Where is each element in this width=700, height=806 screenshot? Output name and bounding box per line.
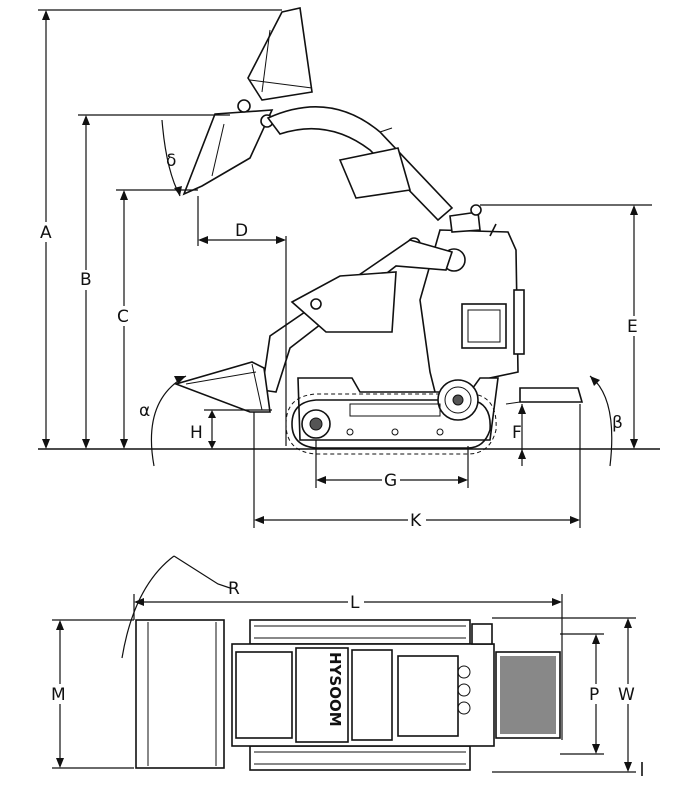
mid-bucket	[182, 99, 274, 196]
label-delta: δ	[166, 151, 176, 171]
dim-C: C	[116, 189, 198, 449]
label-W: W	[618, 685, 635, 705]
label-beta: β	[612, 413, 623, 433]
label-E: E	[627, 317, 638, 337]
side-view: A B C D	[38, 7, 660, 531]
raised-bucket	[247, 7, 313, 101]
brand-text: HYSOOM	[326, 652, 344, 727]
top-bucket	[135, 619, 225, 769]
lower-lift-arm	[261, 239, 454, 393]
dim-A: A	[38, 9, 282, 449]
label-R: R	[228, 579, 240, 599]
brand-panel	[295, 647, 349, 743]
dim-M: M	[50, 619, 134, 769]
track-assembly	[285, 377, 499, 455]
top-tracks	[249, 619, 471, 771]
lowered-bucket	[173, 361, 271, 413]
label-M: M	[51, 685, 66, 705]
dim-G: G	[315, 440, 469, 491]
angle-alpha: α	[139, 375, 187, 467]
label-G: G	[384, 471, 397, 491]
label-alpha: α	[139, 401, 150, 421]
label-A: A	[40, 223, 52, 243]
upper-lift-arm	[266, 106, 454, 222]
label-D: D	[235, 221, 248, 241]
label-P: P	[589, 685, 599, 705]
dim-D: D	[197, 196, 287, 446]
label-L: L	[350, 593, 360, 613]
dim-L: L	[133, 592, 563, 740]
dim-F: F	[512, 404, 526, 466]
dim-B: B	[78, 114, 230, 449]
top-view: HYSOOM R L	[50, 555, 643, 776]
dim-R: R	[121, 555, 240, 659]
dim-H: H	[190, 409, 272, 449]
dim-E: E	[480, 204, 652, 449]
angle-delta: δ	[161, 119, 182, 197]
angle-beta: β	[589, 375, 623, 467]
rear-platform-top	[495, 651, 561, 739]
label-F: F	[512, 423, 522, 443]
dim-K: K	[253, 404, 581, 531]
dim-P: P	[560, 633, 604, 755]
rear-platform	[505, 387, 584, 405]
dim-W: W	[492, 617, 643, 776]
label-K: K	[410, 511, 422, 531]
label-C: C	[117, 307, 129, 327]
label-B: B	[80, 270, 92, 290]
label-H: H	[190, 423, 203, 443]
